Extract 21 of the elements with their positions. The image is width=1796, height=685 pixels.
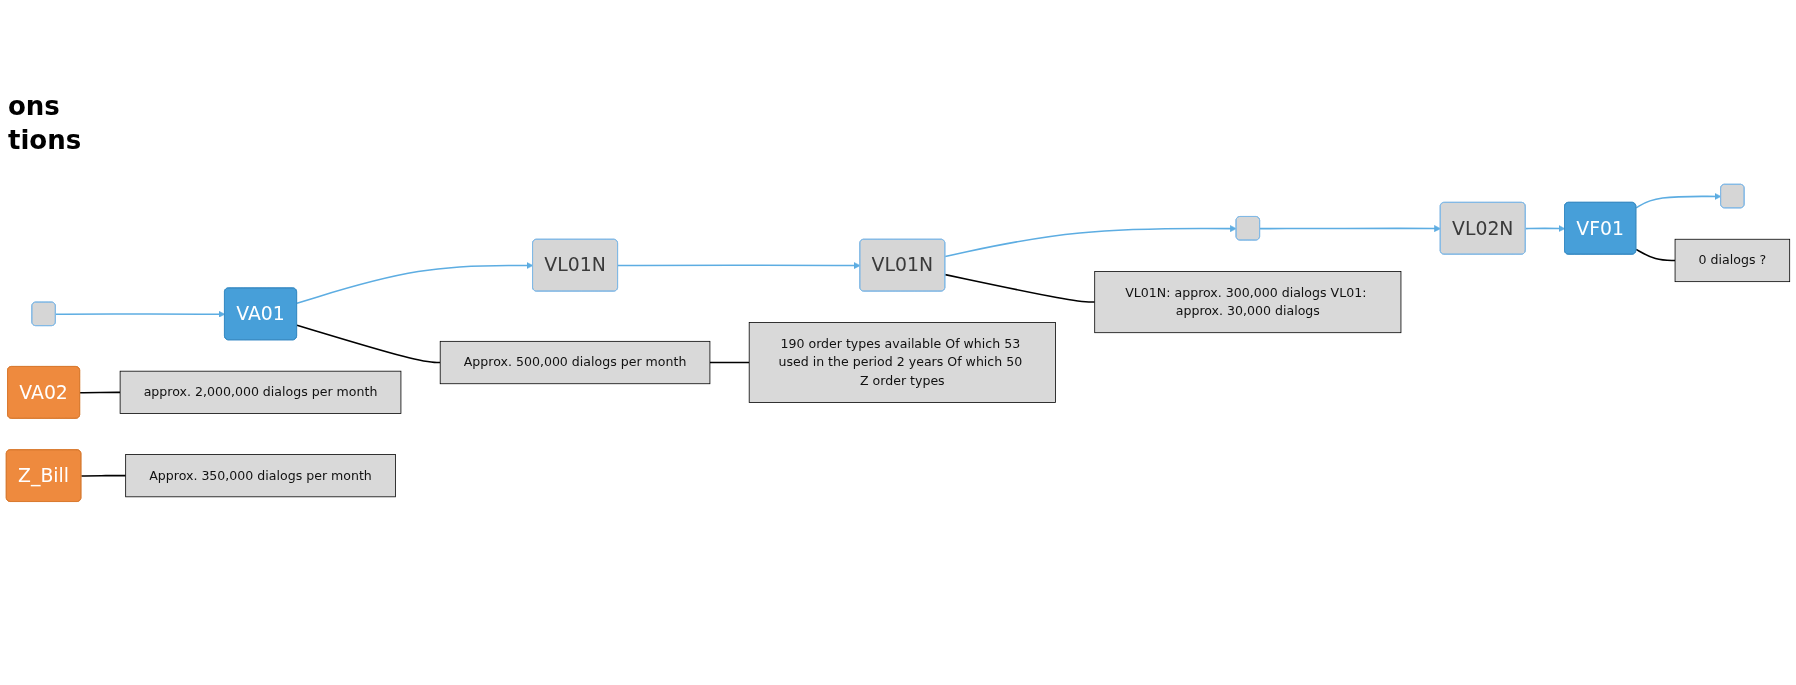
connector (709, 361, 750, 363)
heading-fragment: tions (8, 123, 82, 157)
node-box: 190 order types available Of which 53 used in the period 2 years Of which 50 Z order types (748, 321, 1056, 403)
node-box: Approx. 350,000 dialogs per month (125, 453, 396, 497)
arrow (944, 224, 1237, 257)
arrow (617, 261, 861, 269)
connector (80, 474, 127, 477)
arrow (1524, 224, 1566, 232)
node-box: approx. 2,000,000 dialogs per month (119, 370, 402, 414)
arrow (296, 261, 534, 304)
connector (296, 324, 441, 363)
arrow (1259, 224, 1441, 232)
heading-fragment: ons (8, 90, 61, 123)
connector (944, 273, 1096, 303)
arrow (1635, 192, 1722, 209)
node-box: VL01N: approx. 300,000 dialogs VL01: approx. 30,000 dialogs (1094, 270, 1402, 333)
connector (1635, 248, 1676, 261)
node-box: Approx. 500,000 dialogs per month (439, 340, 711, 384)
connector (79, 391, 121, 394)
arrow (54, 310, 226, 318)
node-box: 0 dialogs ? (1674, 238, 1791, 282)
